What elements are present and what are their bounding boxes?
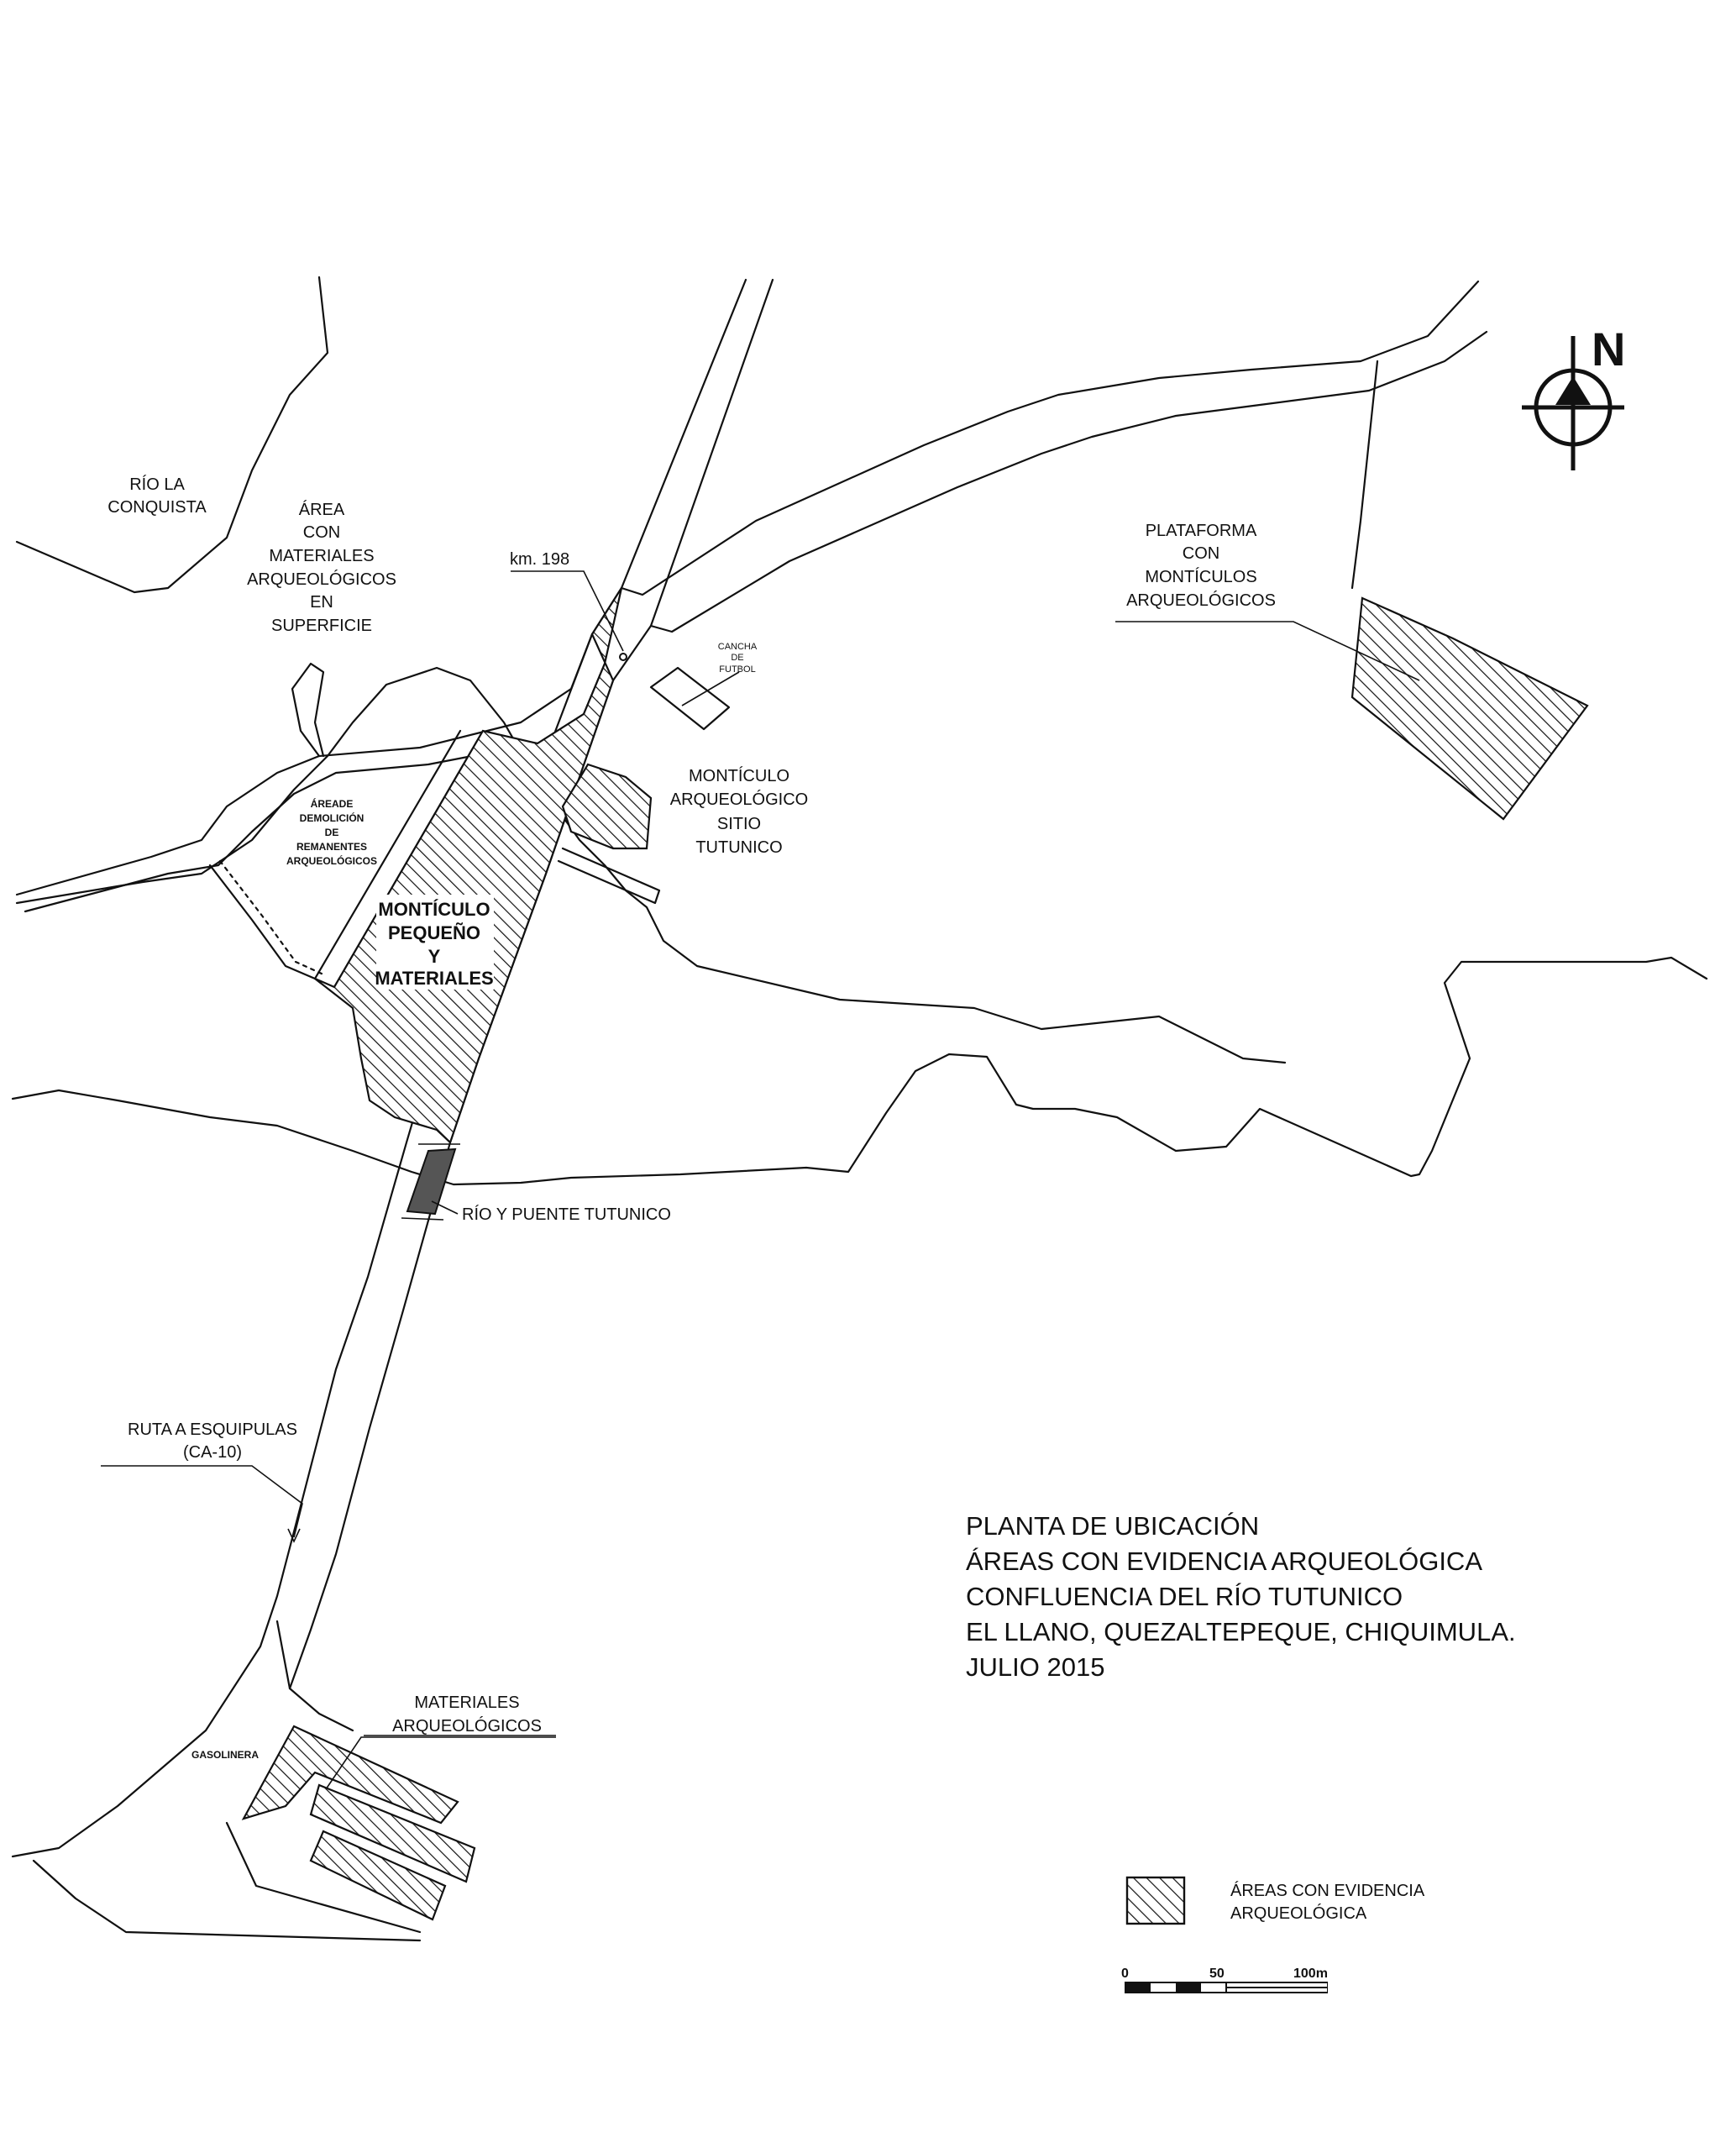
scale-label-100: 100m xyxy=(1293,1967,1328,1981)
svg-text:MONTÍCULOS: MONTÍCULOS xyxy=(1145,567,1256,586)
label-area-superficie: ÁREA CON MATERIALES ARQUEOLÓGICOS EN SUP… xyxy=(247,500,396,635)
scale-label-50: 50 xyxy=(1209,1967,1225,1981)
svg-text:SUPERFICIE: SUPERFICIE xyxy=(271,617,372,635)
svg-text:PEQUEÑO: PEQUEÑO xyxy=(388,922,480,943)
upper-creek-line xyxy=(15,666,1287,1064)
ruta-arrow xyxy=(287,1528,301,1543)
rio-puente-leader xyxy=(431,1200,459,1215)
area-plataforma xyxy=(1351,596,1589,821)
scale-bar xyxy=(1125,1982,1328,1993)
svg-text:MONTÍCULO: MONTÍCULO xyxy=(689,766,789,785)
label-area-demolicion: ÁREADE DEMOLICIÓN DE REMANENTES ARQUEOLÓ… xyxy=(286,797,377,867)
svg-text:ARQUEOLÓGICOS: ARQUEOLÓGICOS xyxy=(286,854,377,867)
puente-tutunico xyxy=(406,1147,457,1216)
lower-road-c xyxy=(225,1821,422,1934)
svg-text:MATERIALES: MATERIALES xyxy=(414,1694,519,1712)
svg-text:EN: EN xyxy=(310,593,333,612)
svg-text:CANCHA: CANCHA xyxy=(718,642,758,652)
svg-text:ARQUEOLÓGICA: ARQUEOLÓGICA xyxy=(1230,1904,1367,1923)
label-monticulo-pequeno: MONTÍCULO PEQUEÑO Y MATERIALES xyxy=(375,899,493,989)
svg-text:PLANTA DE UBICACIÓN: PLANTA DE UBICACIÓN xyxy=(966,1511,1259,1541)
svg-text:DEMOLICIÓN: DEMOLICIÓN xyxy=(300,811,365,824)
svg-text:MATERIALES: MATERIALES xyxy=(269,547,374,565)
north-arrow xyxy=(1522,336,1624,470)
km-198-marker xyxy=(619,653,627,661)
right-stream-line xyxy=(1351,360,1379,590)
svg-text:ARQUEOLÓGICO: ARQUEOLÓGICO xyxy=(670,790,808,809)
svg-text:DE: DE xyxy=(325,827,339,838)
highway-edge-west xyxy=(11,278,747,1858)
scale-label-0: 0 xyxy=(1121,1967,1129,1981)
svg-text:Y: Y xyxy=(428,946,441,967)
area-materiales-3 xyxy=(309,1830,447,1921)
area-monticulo-pequeno xyxy=(314,587,623,1144)
cancha-de-futbol xyxy=(649,666,731,731)
svg-text:EL LLANO, QUEZALTEPEQUE, CHIQU: EL LLANO, QUEZALTEPEQUE, CHIQUIMULA. xyxy=(966,1617,1516,1646)
label-monticulo-tutunico: MONTÍCULO ARQUEOLÓGICO SITIO TUTUNICO xyxy=(670,766,808,857)
svg-text:FUTBOL: FUTBOL xyxy=(719,664,755,675)
area-monticulo-tutunico xyxy=(561,763,653,850)
svg-text:JULIO 2015: JULIO 2015 xyxy=(966,1652,1104,1682)
fence-line xyxy=(208,864,317,980)
plataforma-leader xyxy=(1115,621,1420,681)
svg-text:(CA-10): (CA-10) xyxy=(183,1443,242,1462)
label-rio-la-conquista: RÍO LA CONQUISTA xyxy=(108,475,207,517)
inner-road-a xyxy=(313,729,462,980)
cancha-leader xyxy=(681,671,740,706)
legend-label: ÁREAS CON EVIDENCIA ARQUEOLÓGICA xyxy=(1230,1881,1425,1923)
svg-text:ÁREAS CON EVIDENCIA ARQUEOLÓGI: ÁREAS CON EVIDENCIA ARQUEOLÓGICA xyxy=(966,1546,1482,1576)
km-198-leader xyxy=(511,570,624,652)
svg-text:ÁREADE: ÁREADE xyxy=(311,797,354,810)
rio-tutunico-line xyxy=(11,956,1708,1186)
svg-text:ARQUEOLÓGICOS: ARQUEOLÓGICOS xyxy=(1126,591,1276,610)
north-label: N xyxy=(1592,323,1625,375)
svg-text:ARQUEOLÓGICOS: ARQUEOLÓGICOS xyxy=(247,570,396,589)
area-materiales-2 xyxy=(309,1783,476,1883)
fence-line-2 xyxy=(218,859,325,976)
label-cancha: CANCHA DE FUTBOL xyxy=(718,642,758,675)
road-northeast-north xyxy=(620,280,1480,596)
svg-text:SITIO: SITIO xyxy=(717,815,761,833)
lower-road-b xyxy=(32,1859,422,1942)
road-west-north xyxy=(15,633,594,896)
label-km-198: km. 198 xyxy=(510,550,569,569)
title-block: PLANTA DE UBICACIÓN ÁREAS CON EVIDENCIA … xyxy=(966,1511,1516,1682)
ruta-leader xyxy=(101,1465,303,1538)
legend-swatch xyxy=(1125,1876,1186,1925)
svg-text:REMANENTES: REMANENTES xyxy=(296,841,367,853)
materiales-leader xyxy=(325,1736,556,1790)
svg-text:ÁREA: ÁREA xyxy=(299,500,345,519)
label-gasolinera: GASOLINERA xyxy=(191,1749,259,1761)
lower-road-a xyxy=(275,1620,354,1732)
svg-text:ARQUEOLÓGICOS: ARQUEOLÓGICOS xyxy=(392,1716,542,1736)
svg-text:ÁREAS CON EVIDENCIA: ÁREAS CON EVIDENCIA xyxy=(1230,1881,1425,1900)
road-northeast-south xyxy=(649,330,1488,633)
monticulo-pequeno-label-bg xyxy=(376,895,494,990)
svg-text:CON: CON xyxy=(1183,544,1219,563)
svg-text:CONFLUENCIA DEL RÍO TUTUNICO: CONFLUENCIA DEL RÍO TUTUNICO xyxy=(966,1582,1403,1611)
svg-text:MATERIALES: MATERIALES xyxy=(375,968,493,989)
label-rio-puente: RÍO Y PUENTE TUTUNICO xyxy=(462,1205,671,1224)
svg-text:DE: DE xyxy=(731,653,743,663)
label-plataforma: PLATAFORMA CON MONTÍCULOS ARQUEOLÓGICOS xyxy=(1126,522,1276,610)
svg-text:CON: CON xyxy=(303,523,340,542)
road-spur xyxy=(291,662,325,758)
svg-text:PLATAFORMA: PLATAFORMA xyxy=(1146,522,1257,540)
rio-la-conquista-line xyxy=(15,276,329,594)
svg-text:RÍO LA: RÍO LA xyxy=(129,475,185,494)
area-materiales-1 xyxy=(241,1725,459,1825)
spur-road-east xyxy=(557,847,661,905)
svg-text:MONTÍCULO: MONTÍCULO xyxy=(378,899,490,920)
svg-text:CONQUISTA: CONQUISTA xyxy=(108,498,207,517)
svg-text:RUTA A ESQUIPULAS: RUTA A ESQUIPULAS xyxy=(128,1420,297,1439)
bridge-tick-2 xyxy=(401,1217,444,1221)
label-materiales: MATERIALES ARQUEOLÓGICOS xyxy=(392,1694,542,1736)
svg-text:TUTUNICO: TUTUNICO xyxy=(695,838,782,857)
label-ruta: RUTA A ESQUIPULAS (CA-10) xyxy=(128,1420,297,1462)
